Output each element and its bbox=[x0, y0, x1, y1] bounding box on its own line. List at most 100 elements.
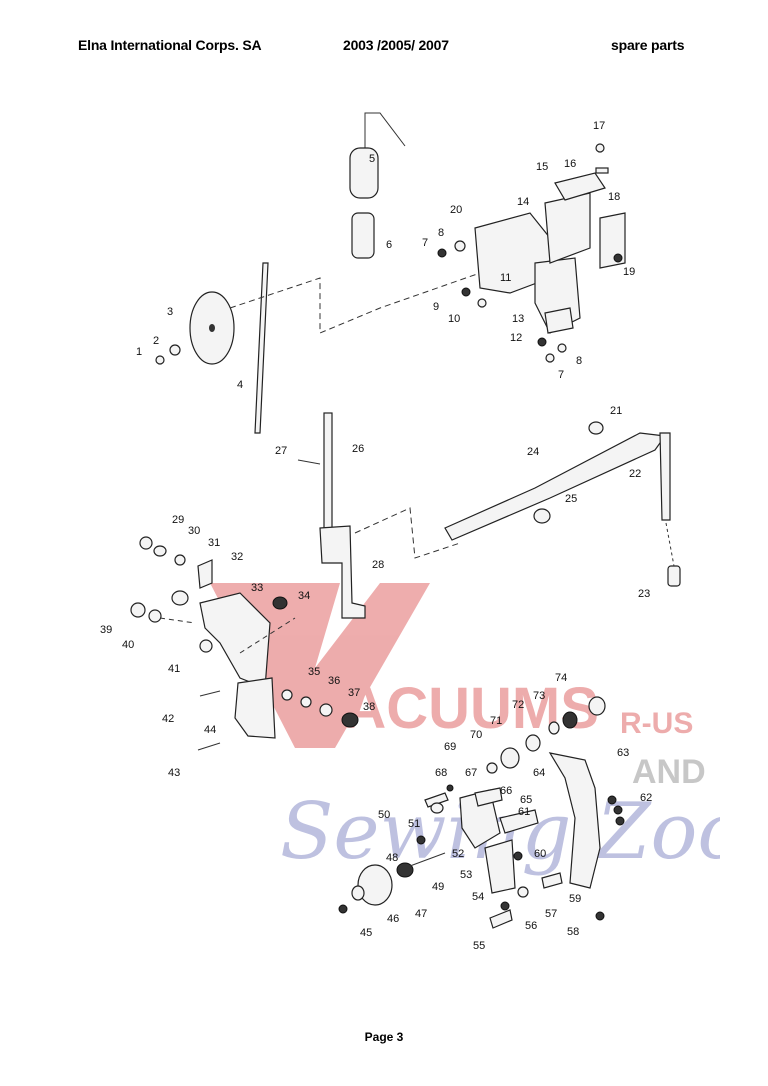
part-48-shape bbox=[416, 835, 426, 845]
part-39-shape bbox=[130, 602, 146, 618]
callout-34: 34 bbox=[298, 590, 310, 602]
callout-37: 37 bbox=[348, 687, 360, 699]
callout-60: 60 bbox=[534, 848, 546, 860]
callout-26: 26 bbox=[352, 443, 364, 455]
part-24-shape bbox=[444, 432, 667, 541]
part-59-shape bbox=[541, 872, 563, 889]
callout-57: 57 bbox=[545, 908, 557, 920]
callout-31: 31 bbox=[208, 537, 220, 549]
callout-48: 48 bbox=[386, 852, 398, 864]
part-47-shape bbox=[357, 864, 393, 906]
callout-55: 55 bbox=[473, 940, 485, 952]
exploded-parts-diagram: VACUUMS R-US AND Sewing Zoo bbox=[100, 112, 720, 952]
part-38-shape bbox=[341, 712, 359, 728]
callout-54: 54 bbox=[472, 891, 484, 903]
callout-42: 42 bbox=[162, 713, 174, 725]
part-29-shape bbox=[139, 536, 153, 550]
part-13-shape bbox=[544, 307, 574, 334]
callout-40: 40 bbox=[122, 639, 134, 651]
callout-72: 72 bbox=[512, 699, 524, 711]
part-32-shape bbox=[197, 559, 213, 589]
callout-20: 20 bbox=[450, 204, 462, 216]
part-40-shape bbox=[148, 609, 162, 623]
watermark-line3: AND bbox=[632, 753, 706, 791]
callout-32: 32 bbox=[231, 551, 243, 563]
callout-19: 19 bbox=[623, 266, 635, 278]
part-21-shape bbox=[588, 421, 604, 435]
cable bbox=[364, 112, 406, 148]
lower-left-assembly: 29 30 31 32 33 34 39 40 41 35 36 37 38 4… bbox=[100, 514, 375, 779]
callout-12: 12 bbox=[510, 332, 522, 344]
callout-47: 47 bbox=[415, 908, 427, 920]
part-61-shape bbox=[499, 809, 539, 834]
part-44-shape bbox=[234, 677, 276, 739]
header-models: 2003 /2005/ 2007 bbox=[343, 37, 449, 53]
callout-62: 62 bbox=[640, 792, 652, 804]
callout-22: 22 bbox=[629, 468, 641, 480]
callout-15: 15 bbox=[536, 161, 548, 173]
callout-53: 53 bbox=[460, 869, 472, 881]
callout-8b: 8 bbox=[576, 355, 582, 367]
callout-13: 13 bbox=[512, 313, 524, 325]
part-23-shape bbox=[667, 565, 681, 587]
part-49-shape bbox=[396, 862, 414, 878]
part-34-shape bbox=[272, 596, 288, 610]
callout-5: 5 bbox=[369, 153, 375, 165]
callout-52: 52 bbox=[452, 848, 464, 860]
part-31-shape bbox=[174, 554, 186, 566]
top-assembly: 5 6 3 2 1 4 17 16 15 18 14 20 8 7 19 11 … bbox=[136, 112, 635, 434]
callout-73: 73 bbox=[533, 690, 545, 702]
part-14-shape bbox=[544, 192, 591, 264]
part-66-shape bbox=[474, 787, 503, 807]
callout-65: 65 bbox=[520, 794, 532, 806]
callout-11: 11 bbox=[500, 272, 511, 284]
part-5-shape bbox=[349, 147, 379, 199]
part-4-shape bbox=[254, 262, 269, 434]
part-6-shape bbox=[351, 212, 375, 259]
callout-68: 68 bbox=[435, 767, 447, 779]
page-number: Page 3 bbox=[364, 1030, 404, 1044]
part-56-shape bbox=[500, 901, 510, 911]
callout-74: 74 bbox=[555, 672, 567, 684]
callout-64: 64 bbox=[533, 767, 545, 779]
callout-35: 35 bbox=[308, 666, 320, 678]
callout-8: 8 bbox=[438, 227, 444, 239]
callout-43: 43 bbox=[168, 767, 180, 779]
part-54-shape bbox=[484, 839, 516, 894]
part-51-shape bbox=[430, 802, 444, 814]
part-60-shape bbox=[513, 851, 523, 861]
part-72-shape bbox=[548, 721, 560, 735]
callout-10: 10 bbox=[448, 313, 460, 325]
callout-18: 18 bbox=[608, 191, 620, 203]
callout-28: 28 bbox=[372, 559, 384, 571]
callout-25: 25 bbox=[565, 493, 577, 505]
callout-33: 33 bbox=[251, 582, 263, 594]
part-15-shape bbox=[554, 172, 606, 201]
part-73-shape bbox=[562, 711, 578, 729]
callout-46: 46 bbox=[387, 913, 399, 925]
part-70-shape bbox=[500, 747, 520, 769]
callout-39: 39 bbox=[100, 624, 112, 636]
callout-21: 21 bbox=[610, 405, 622, 417]
lower-right-assembly: 74 73 72 71 70 69 63 64 68 67 62 66 65 5… bbox=[338, 672, 652, 952]
callout-7b: 7 bbox=[558, 369, 564, 381]
callout-56: 56 bbox=[525, 920, 537, 932]
callout-51: 51 bbox=[408, 818, 420, 830]
part-25-shape bbox=[533, 508, 551, 524]
part-74-shape bbox=[588, 696, 606, 716]
callout-24: 24 bbox=[527, 446, 539, 458]
part-63-shape bbox=[548, 752, 601, 889]
part-58-shape bbox=[595, 911, 605, 921]
callout-38: 38 bbox=[363, 701, 375, 713]
part-35-shape bbox=[281, 689, 293, 701]
callout-70: 70 bbox=[470, 729, 482, 741]
callout-23: 23 bbox=[638, 588, 650, 600]
header-section: spare parts bbox=[611, 37, 685, 53]
callout-69: 69 bbox=[444, 741, 456, 753]
part-57-shape bbox=[517, 886, 529, 898]
callout-16: 16 bbox=[564, 158, 576, 170]
part-55-shape bbox=[489, 909, 513, 929]
callout-6: 6 bbox=[386, 239, 392, 251]
callout-1: 1 bbox=[136, 346, 142, 358]
header-company: Elna International Corps. SA bbox=[78, 37, 262, 53]
